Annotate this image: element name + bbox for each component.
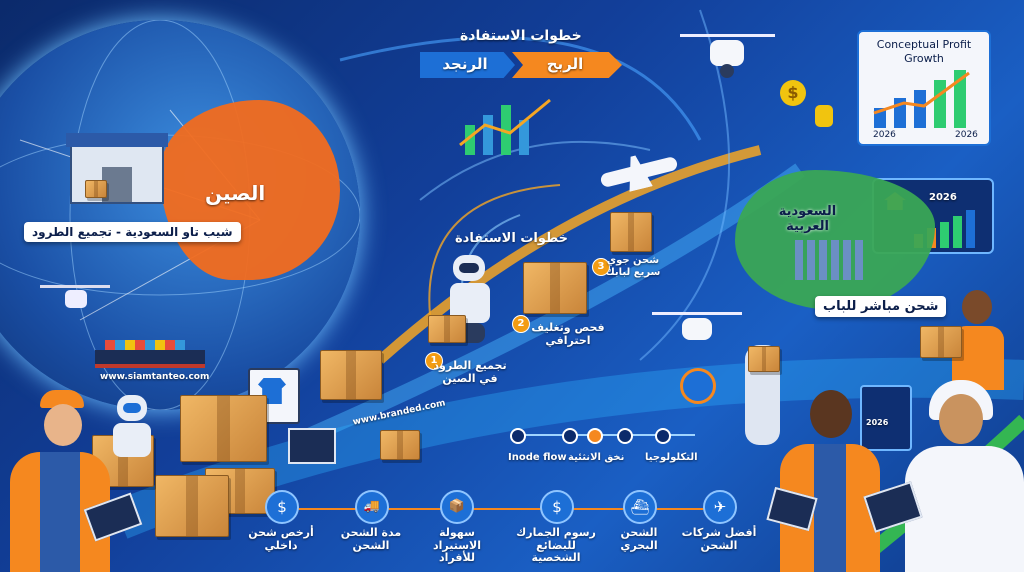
timeline-dot-4 <box>617 428 633 444</box>
timeline-dot-3 <box>587 428 603 444</box>
package-box <box>523 262 587 314</box>
profit-chart-title: Conceptual Profit Growth <box>876 38 972 66</box>
worker-left <box>0 390 120 572</box>
drone-center-icon <box>652 310 742 350</box>
package-box-small <box>380 430 420 460</box>
center-steps-title: خطوات الاستفادة <box>455 231 569 246</box>
saudi-door-label: شحن مباشر للباب <box>815 296 947 317</box>
package-ring-icon <box>680 368 716 404</box>
timeline-dot-5 <box>655 428 671 444</box>
china-label: الصين <box>205 181 266 205</box>
step-2-number: 2 <box>512 315 530 333</box>
saudi-man <box>905 380 1024 572</box>
step-3-label: شحن جوي سريع لبابك <box>605 255 661 278</box>
drone-icon <box>40 285 110 315</box>
mini-growth-chart <box>459 98 551 155</box>
header-step-b <box>512 52 622 78</box>
header-step-a-label: الرنجد <box>442 55 488 73</box>
woman-box <box>920 326 962 358</box>
timeline-label-1: Inode flow <box>508 452 567 463</box>
timeline-line <box>515 434 695 436</box>
profit-chart-card: Conceptual Profit Growth 2026 2026 <box>857 30 991 146</box>
timeline-label-3: التكلولوجيا <box>645 452 698 463</box>
china-map <box>160 100 340 280</box>
tablet-year: 2026 <box>866 418 889 427</box>
big-box-3 <box>155 475 229 537</box>
china-caption: شيب تاو السعودية - تجميع الطرود <box>24 222 241 242</box>
drone-top-icon <box>680 30 775 80</box>
skyline-icon <box>795 240 865 280</box>
house-year: 2026 <box>929 192 957 203</box>
bottom-label-2: مدة الشحن الشحن <box>340 526 402 552</box>
header-title: خطوات الاستفادة <box>460 28 582 44</box>
profit-year-left: 2026 <box>873 130 896 140</box>
laptop-icon <box>288 428 336 464</box>
package-box-mid <box>320 350 382 400</box>
bottom-label-6: أفضل شركات الشحن <box>681 526 757 552</box>
step-2-label: فحص وتغليف احترافي <box>531 321 605 347</box>
robot-arm-box <box>748 346 780 372</box>
package-box-top <box>610 212 652 252</box>
package-icon: 📦 <box>440 490 474 524</box>
header-step-a <box>420 52 515 78</box>
bottom-label-1: أرخص شحن داخلي <box>248 526 314 552</box>
money-bag-icon: $ <box>265 490 299 524</box>
ship-containers <box>105 340 185 350</box>
website-label: www.siamtanteo.com <box>100 372 210 382</box>
profit-year-right: 2026 <box>955 130 978 140</box>
timeline-dot-2 <box>562 428 578 444</box>
woman-delivery <box>948 290 1008 390</box>
coin-icon: $ <box>780 80 806 106</box>
saudi-label: السعودية العربية <box>778 204 837 234</box>
warehouse-boxes <box>85 180 107 198</box>
timeline-dot-1 <box>510 428 526 444</box>
bottom-label-5: الشحن البحري <box>620 526 658 552</box>
step-3-number: 3 <box>592 258 610 276</box>
worker-right <box>780 390 880 572</box>
big-box-1 <box>180 395 267 462</box>
bottom-label-3: سهولة الاستيراد للأفراد <box>432 526 482 565</box>
timeline-label-2: نخق الانثئية <box>568 452 625 463</box>
robot-box <box>428 315 466 343</box>
ship-illustration <box>95 350 205 368</box>
header-step-b-label: الربح <box>546 55 584 73</box>
bottom-arrow-line <box>290 508 710 510</box>
step-1-label: تجميع الطرود في الصين <box>433 359 507 385</box>
bottom-label-4: رسوم الجمارك للبضائع الشخصية <box>516 526 596 565</box>
coin-stack-icon <box>815 105 833 127</box>
plane-icon: ✈ <box>703 490 737 524</box>
profit-chart-plot <box>873 70 970 128</box>
robot-left-icon <box>105 395 160 475</box>
truck-icon: 🚚 <box>355 490 389 524</box>
receipt-icon: $ <box>540 490 574 524</box>
step-1-number: 1 <box>425 352 443 370</box>
tablet-display <box>860 385 912 451</box>
ship-icon: ⛴ <box>623 490 657 524</box>
